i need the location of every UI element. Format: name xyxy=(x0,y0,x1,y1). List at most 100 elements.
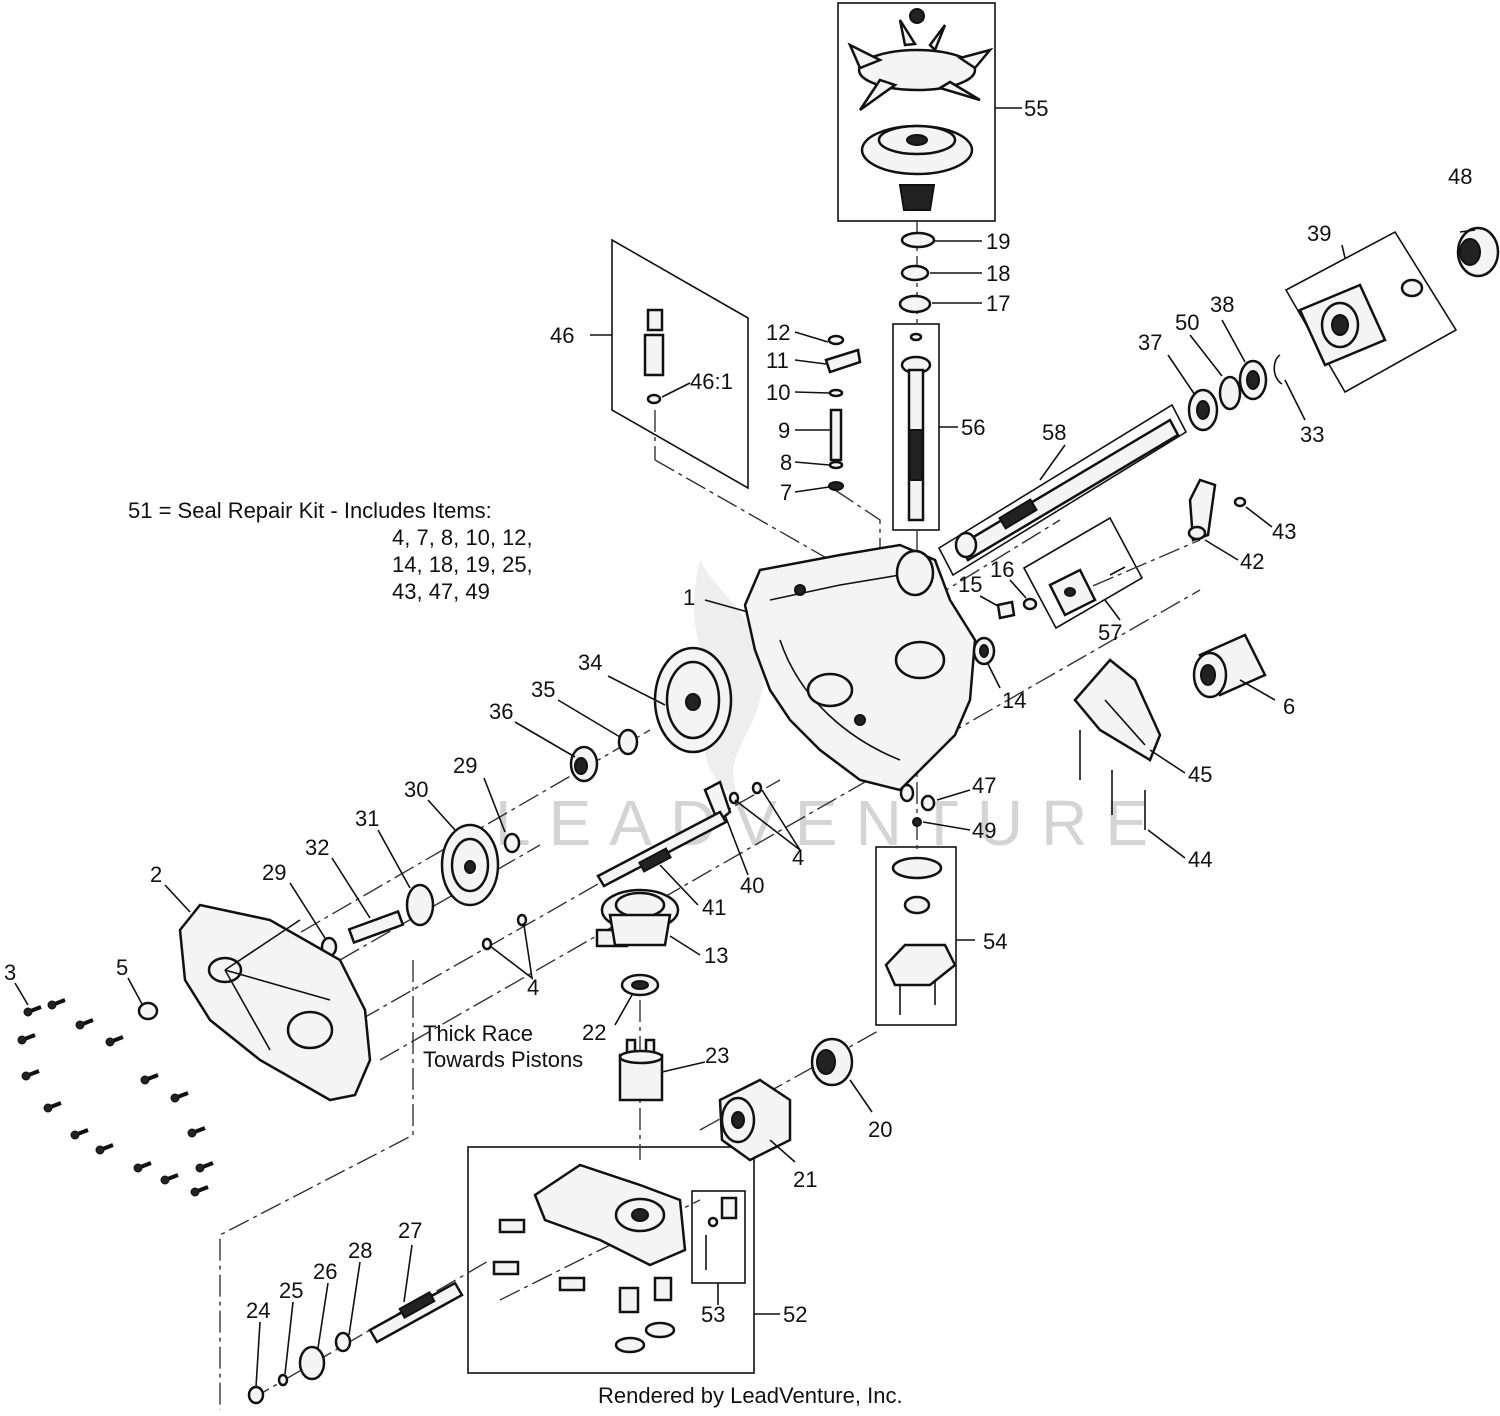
seal-kit-note-line1: 51 = Seal Repair Kit - Includes Items: xyxy=(128,498,492,523)
callout-52: 52 xyxy=(783,1302,807,1327)
part-55-fan-pulley xyxy=(847,8,994,211)
callout-24: 24 xyxy=(246,1298,270,1323)
bolt-head xyxy=(47,1000,57,1010)
rings-19-18-17 xyxy=(898,231,936,314)
callout-5: 5 xyxy=(116,955,128,980)
leader-lines xyxy=(14,107,1476,1388)
part-39-hub xyxy=(1298,278,1424,367)
part-34-gear xyxy=(653,646,733,754)
race-note-line2: Towards Pistons xyxy=(423,1047,583,1072)
bolt-head xyxy=(195,1163,205,1173)
bolt-head xyxy=(43,1103,53,1113)
callout-4-upper: 4 xyxy=(792,845,804,870)
callout-50: 50 xyxy=(1175,310,1199,335)
bolt-head xyxy=(190,1187,200,1197)
callout-2: 2 xyxy=(150,862,162,887)
callout-34: 34 xyxy=(578,650,602,675)
callout-26: 26 xyxy=(313,1259,337,1284)
part-31-pinion xyxy=(405,883,435,927)
callout-labels: 55 19 18 17 48 39 46 46:1 12 11 10 9 8 7… xyxy=(4,96,1472,1327)
callout-3: 3 xyxy=(4,960,16,985)
part-48-bearing xyxy=(1456,226,1500,278)
part-57-plate xyxy=(1048,566,1126,617)
callout-13: 13 xyxy=(704,943,728,968)
part-52-center-section xyxy=(492,1163,687,1354)
callout-54: 54 xyxy=(983,929,1007,954)
race-note-line1: Thick Race xyxy=(423,1021,533,1046)
part-40-arm xyxy=(703,780,732,825)
callout-48: 48 xyxy=(1448,164,1472,189)
callout-16: 16 xyxy=(990,557,1014,582)
bolt-head xyxy=(105,1037,115,1047)
race-note: Thick Race Towards Pistons xyxy=(423,1021,583,1072)
part-52-box xyxy=(467,1146,755,1374)
callout-42: 42 xyxy=(1240,549,1264,574)
callout-20: 20 xyxy=(868,1117,892,1142)
part-13-swashplate xyxy=(595,888,680,948)
callout-12: 12 xyxy=(766,320,790,345)
callout-36: 36 xyxy=(489,699,513,724)
part-36-bearing xyxy=(569,745,599,783)
callout-15: 15 xyxy=(958,572,982,597)
part-54-charge-pump xyxy=(884,856,957,1015)
callout-31: 31 xyxy=(355,806,379,831)
part-54-box xyxy=(875,846,957,1026)
seal-kit-note: 51 = Seal Repair Kit - Includes Items: 4… xyxy=(128,498,533,604)
callout-10: 10 xyxy=(766,380,790,405)
part-5-plug xyxy=(137,1001,159,1021)
callout-33: 33 xyxy=(1300,422,1324,447)
bolt-head xyxy=(170,1093,180,1103)
watermark-text: LEADVENTURE xyxy=(495,787,1166,859)
footer-credit: Rendered by LeadVenture, Inc. xyxy=(598,1383,903,1408)
callout-14: 14 xyxy=(1002,688,1026,713)
callout-44: 44 xyxy=(1188,847,1212,872)
callout-38: 38 xyxy=(1210,292,1234,317)
callout-58: 58 xyxy=(1042,420,1066,445)
callout-21: 21 xyxy=(793,1167,817,1192)
callout-55: 55 xyxy=(1024,96,1048,121)
part-46-sensor xyxy=(643,308,665,405)
part-20-seal xyxy=(810,1037,854,1087)
callout-27: 27 xyxy=(398,1218,422,1243)
callout-22: 22 xyxy=(582,1020,606,1045)
seal-kit-note-line3: 14, 18, 19, 25, xyxy=(392,552,533,577)
part-35-washer xyxy=(617,728,639,756)
bolt-head xyxy=(21,1071,31,1081)
part-53-relief xyxy=(705,1196,738,1270)
callout-1: 1 xyxy=(683,585,695,610)
part-30-gear xyxy=(440,823,500,907)
part-29-washer-upper xyxy=(503,832,521,854)
callout-18: 18 xyxy=(986,261,1010,286)
callout-28: 28 xyxy=(348,1238,372,1263)
part-2-side-cover xyxy=(178,903,372,1102)
part-25-clip xyxy=(277,1373,289,1387)
part-28-washer xyxy=(334,1331,352,1353)
part-22-bearing xyxy=(620,973,660,997)
callout-32: 32 xyxy=(305,835,329,860)
callout-6: 6 xyxy=(1283,694,1295,719)
part-4-orings xyxy=(481,781,763,951)
callout-46-1: 46:1 xyxy=(690,369,733,394)
bolt-head xyxy=(140,1075,150,1085)
callout-56: 56 xyxy=(961,415,985,440)
seal-kit-note-line4: 43, 47, 49 xyxy=(392,579,490,604)
callout-41: 41 xyxy=(702,895,726,920)
callout-43: 43 xyxy=(1272,519,1296,544)
part-58-box xyxy=(937,403,1188,577)
seal-kit-note-line2: 4, 7, 8, 10, 12, xyxy=(392,525,533,550)
part-58-axle xyxy=(954,418,1180,562)
callout-25: 25 xyxy=(279,1278,303,1303)
part-57-box xyxy=(1022,516,1144,630)
part-21-motor-block xyxy=(718,1078,792,1162)
part-1-housing xyxy=(743,543,977,792)
bolt-head xyxy=(17,1035,27,1045)
bolt-head xyxy=(187,1128,197,1138)
callout-53: 53 xyxy=(701,1302,725,1327)
parts-42-43-arm xyxy=(1187,478,1247,542)
callout-40: 40 xyxy=(740,873,764,898)
bolt-head xyxy=(23,1007,33,1017)
bolt-head xyxy=(95,1145,105,1155)
callout-57: 57 xyxy=(1098,620,1122,645)
part-26-gear xyxy=(298,1345,326,1381)
